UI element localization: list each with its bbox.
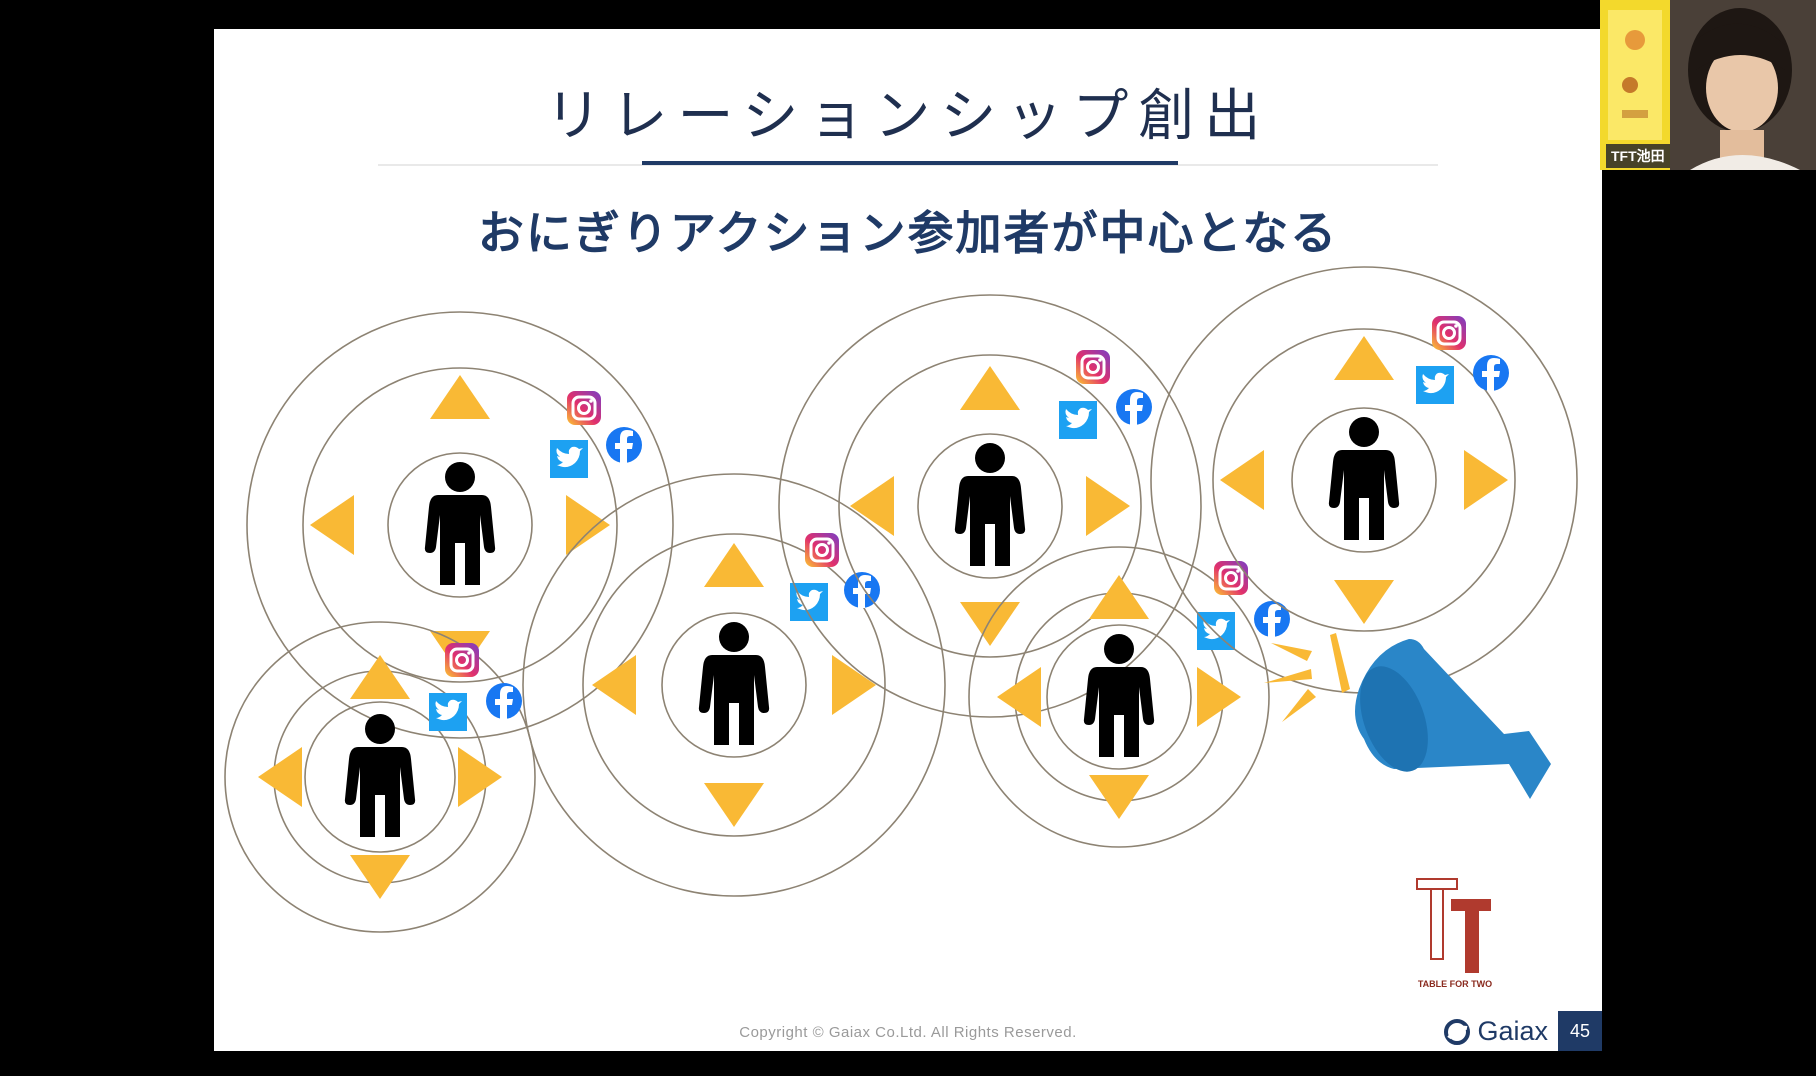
copyright-text: Copyright © Gaiax Co.Ltd. All Rights Res… — [739, 1024, 1077, 1041]
arrow-up-icon — [960, 366, 1020, 410]
ring — [778, 294, 1202, 718]
facebook-icon — [1254, 601, 1290, 637]
twitter-icon — [429, 693, 467, 731]
arrow-left-icon — [258, 747, 302, 807]
brand-name: Gaiax — [1477, 1016, 1548, 1046]
slide-subtitle: おにぎりアクション参加者が中心となる — [477, 206, 1339, 260]
arrow-down-icon — [960, 602, 1020, 646]
facebook-icon — [1473, 355, 1509, 391]
arrow-right-icon — [1464, 450, 1508, 510]
person-icon — [344, 714, 416, 837]
arrow-left-icon — [592, 655, 636, 715]
presentation-slide: リレーションシップ創出 おにぎりアクション参加者が中心となる — [214, 29, 1602, 1051]
arrow-right-icon — [566, 495, 610, 555]
ring — [661, 612, 807, 758]
arrow-down-icon — [704, 783, 764, 827]
ring — [522, 473, 946, 897]
participant-node — [968, 546, 1290, 848]
arrow-up-icon — [350, 655, 410, 699]
arrow-right-icon — [832, 655, 876, 715]
arrow-left-icon — [1220, 450, 1264, 510]
ring — [224, 621, 536, 933]
participant-name-label: TFT池田 — [1606, 144, 1670, 168]
ring — [302, 367, 618, 683]
arrow-down-icon — [1089, 775, 1149, 819]
ring — [1046, 624, 1192, 770]
participant-node — [778, 294, 1202, 718]
arrow-down-icon — [1334, 580, 1394, 624]
arrow-left-icon — [310, 495, 354, 555]
slide-title: リレーションシップ創出 — [545, 84, 1271, 149]
megaphone-icon — [1264, 633, 1551, 799]
ring — [387, 452, 533, 598]
ring — [246, 311, 674, 739]
facebook-icon — [606, 427, 642, 463]
arrow-left-icon — [850, 476, 894, 536]
participant-video-tile[interactable]: TFT池田 — [1600, 0, 1816, 170]
arrow-right-icon — [1086, 476, 1130, 536]
participant-node — [522, 473, 946, 897]
facebook-icon — [486, 683, 522, 719]
instagram-icon — [1074, 348, 1112, 386]
arrow-up-icon — [704, 543, 764, 587]
ring — [968, 546, 1270, 848]
arrow-right-icon — [1197, 667, 1241, 727]
ring — [917, 433, 1063, 579]
ring — [582, 533, 886, 837]
arrow-up-icon — [1089, 575, 1149, 619]
title-divider-light — [378, 164, 1438, 166]
instagram-icon — [443, 641, 481, 679]
title-divider — [642, 161, 1178, 165]
twitter-icon — [550, 440, 588, 478]
arrow-right-icon — [458, 747, 502, 807]
instagram-icon — [1430, 314, 1468, 352]
participant-video — [1600, 0, 1816, 170]
page-number: 45 — [1558, 1011, 1602, 1051]
partner-logo-text: TABLE FOR TWO — [1417, 979, 1493, 989]
gaiax-mark-icon — [1444, 1018, 1471, 1045]
participant-node — [224, 621, 536, 933]
instagram-icon — [803, 531, 841, 569]
person-icon — [1083, 634, 1155, 757]
person-icon — [954, 443, 1026, 566]
instagram-icon — [1212, 559, 1250, 597]
relationship-diagram — [224, 266, 1578, 933]
facebook-icon — [1116, 389, 1152, 425]
arrow-down-icon — [350, 855, 410, 899]
twitter-icon — [1059, 401, 1097, 439]
ring — [838, 354, 1142, 658]
instagram-icon — [565, 389, 603, 427]
person-icon — [424, 462, 496, 585]
gaiax-logo: Gaiax — [1443, 1016, 1548, 1047]
participant-node — [1150, 266, 1578, 694]
arrow-left-icon — [997, 667, 1041, 727]
table-for-two-logo: TABLE FOR TWO — [1415, 877, 1495, 992]
person-icon — [1328, 417, 1400, 540]
arrow-up-icon — [430, 375, 490, 419]
twitter-icon — [1416, 366, 1454, 404]
person-icon — [698, 622, 770, 745]
ring — [1212, 328, 1516, 632]
arrow-up-icon — [1334, 336, 1394, 380]
ring — [1291, 407, 1437, 553]
ring — [304, 701, 456, 853]
